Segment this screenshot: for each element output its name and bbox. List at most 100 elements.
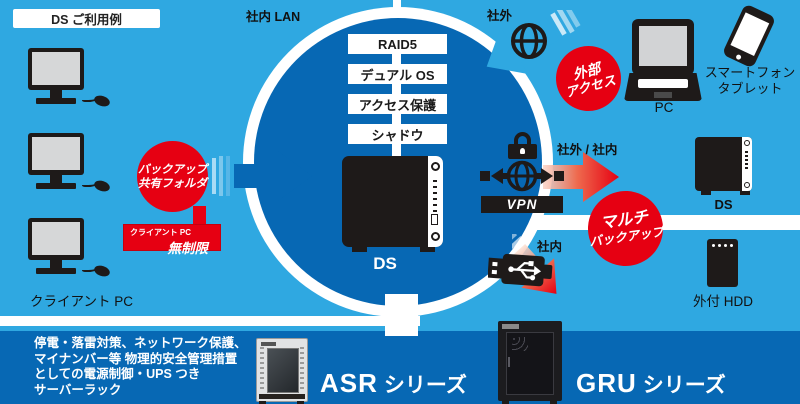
hdd-led: [730, 244, 733, 247]
client-pc-icon: [28, 133, 118, 197]
external-hdd-icon: [707, 239, 738, 287]
nas-led: [745, 163, 748, 165]
monitor-neck: [50, 175, 62, 183]
feature-access-protection: アクセス保護: [348, 94, 447, 114]
usb-stick-icon: [488, 253, 553, 287]
rack-door: [506, 332, 554, 395]
monitor-base: [36, 183, 76, 189]
backup-folder-line1: バックアップ: [138, 163, 207, 176]
pc-label: PC: [654, 100, 674, 115]
nas-led: [433, 180, 437, 182]
nas-device-icon: [342, 156, 443, 247]
nas-button-icon: [431, 232, 440, 241]
feature-shadow-label: シャドウ: [371, 127, 424, 143]
client-limit-line1: クライアント PC: [130, 228, 192, 237]
monitor-base: [36, 98, 76, 104]
rack-description-line4: サーバーラック: [34, 382, 122, 397]
smartphone-icon: [721, 3, 777, 69]
nas-foot: [701, 191, 711, 195]
nas-led: [745, 151, 748, 153]
external-hdd-label: 外付 HDD: [693, 294, 753, 309]
mouse-icon: [92, 263, 112, 279]
laptop-keyboard: [638, 79, 688, 88]
tablet-label: タブレット: [717, 81, 783, 96]
rack-foot: [259, 401, 266, 404]
zone-label: 社外 / 社内: [557, 143, 618, 157]
rack-mount-holes: [300, 347, 304, 392]
asr-series-name: ASR: [320, 368, 378, 398]
laptop-display: [639, 26, 687, 66]
feature-dual-os: デュアル OS: [348, 64, 447, 84]
nas-button-icon: [744, 182, 750, 188]
feature-raid5: RAID5: [348, 34, 447, 54]
lan-line-left: [0, 316, 420, 326]
rack-handle: [508, 357, 510, 367]
lock-icon: [508, 132, 537, 159]
rack-nameplate: [261, 342, 276, 346]
asr-rack-icon: [256, 338, 308, 402]
backup-folder-badge: バックアップ 共有フォルダ: [137, 141, 208, 212]
rack-description-line3: としての電源制御・UPS つき: [34, 367, 201, 381]
nas-button-icon: [744, 140, 750, 146]
mouse-cable: [82, 179, 98, 187]
nas-led: [433, 204, 437, 206]
title-box: DS ご利用例: [13, 9, 160, 28]
gru-series-suffix: シリーズ: [642, 374, 726, 397]
client-pc-label: クライアント PC: [30, 294, 133, 309]
badge-stem: [193, 206, 206, 226]
monitor-screen: [32, 222, 80, 255]
nas-led: [433, 198, 437, 200]
phone-home-button: [735, 53, 742, 61]
monitor-neck: [50, 260, 62, 268]
phone-screen: [730, 12, 770, 56]
vpn-tunnel-icon: [480, 160, 564, 192]
title-label: DS ご利用例: [51, 13, 122, 27]
hdd-led: [718, 244, 721, 247]
nas-foot: [420, 247, 435, 252]
nas-led: [433, 186, 437, 188]
feature-dual-os-label: デュアル OS: [360, 67, 435, 83]
gru-rack-icon: [498, 321, 562, 401]
nas-foot: [352, 247, 367, 252]
backup-arrow-icon: [212, 151, 312, 201]
mouse-icon: [92, 178, 112, 194]
hdd-led: [712, 244, 715, 247]
client-pc-icon: [28, 48, 118, 112]
asr-series-suffix: シリーズ: [383, 374, 467, 397]
nas-led: [745, 167, 748, 169]
rack-foot: [502, 400, 509, 404]
hdd-led: [724, 244, 727, 247]
rack-nameplate: [502, 324, 519, 329]
nas-led: [433, 210, 437, 212]
nas-led: [745, 155, 748, 157]
wan-label: 社外: [487, 9, 513, 23]
client-pc-icon: [28, 218, 118, 282]
vpn-label: VPN: [506, 197, 538, 212]
nas-button-icon: [431, 162, 440, 171]
monitor-base: [36, 268, 76, 274]
gru-series-name: GRU: [576, 368, 637, 398]
lock-keyhole: [520, 148, 525, 154]
multi-backup-line2: バックアップ: [588, 224, 665, 249]
backup-folder-line2: 共有フォルダ: [138, 177, 207, 190]
lan-line-bottom: [385, 294, 418, 336]
multi-backup-arrow-icon: [543, 152, 619, 202]
rack-description-line1: 停電・落雷対策、ネットワーク保護、: [34, 336, 247, 350]
rack-foot: [550, 400, 557, 404]
feature-raid5-label: RAID5: [377, 36, 417, 52]
nas-foot: [740, 191, 750, 195]
feature-access-protection-label: アクセス保護: [358, 97, 437, 113]
vpn-bar: VPN: [481, 196, 563, 213]
nas-usb-slot: [431, 214, 438, 225]
laptop-touchpad: [654, 92, 672, 98]
rack-foot: [297, 401, 304, 404]
mouse-icon: [92, 93, 112, 109]
mouse-cable: [82, 264, 98, 272]
laptop-icon: [624, 19, 702, 103]
rack-base: [259, 394, 305, 399]
internet-globe-icon: [511, 23, 547, 59]
rack-window: [267, 348, 299, 393]
lock-shackle: [514, 132, 531, 148]
